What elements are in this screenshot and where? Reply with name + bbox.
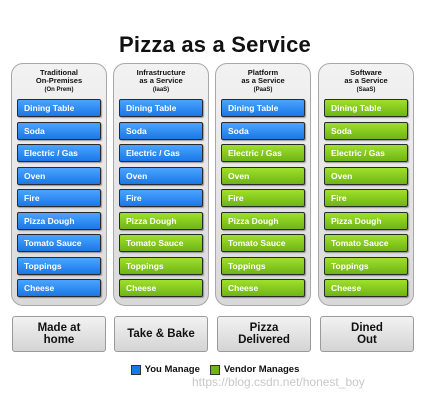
- layer-item: Tomato Sauce: [324, 234, 408, 252]
- column-footer-label: Dined Out: [351, 322, 383, 346]
- layer-item: Toppings: [324, 256, 408, 275]
- layer-item: Soda: [17, 121, 101, 140]
- layer-item: Pizza Dough: [119, 211, 203, 230]
- column-subtitle: (SaaS): [356, 87, 376, 93]
- layer-item: Toppings: [17, 256, 101, 275]
- you-manage-swatch-icon: [130, 364, 141, 375]
- column-header: Traditional On-Premises (On Prem): [12, 69, 106, 94]
- layer-item: Electric / Gas: [119, 144, 203, 162]
- watermark: https://blog.csdn.net/honest_boy: [192, 375, 365, 389]
- column-footer-label: Pizza Delivered: [238, 322, 290, 346]
- layer-item: Electric / Gas: [17, 144, 101, 162]
- vendor-manages-swatch-icon: [209, 364, 220, 375]
- column-footer: Made at home: [12, 316, 106, 352]
- layer-item: Electric / Gas: [324, 144, 408, 162]
- layer-item: Tomato Sauce: [119, 234, 203, 252]
- column-title: Platform as a Service: [241, 68, 285, 85]
- column-footer-label: Made at home: [37, 322, 81, 346]
- layer-item: Oven: [324, 166, 408, 185]
- column-header: Infrastructure as a Service (IaaS): [114, 69, 208, 94]
- column-title: Software as a Service: [344, 68, 388, 85]
- layer-item: Toppings: [221, 256, 305, 275]
- column-subtitle: (On Prem): [44, 87, 74, 93]
- column-title: Infrastructure as a Service: [136, 68, 186, 85]
- layer-item: Oven: [17, 166, 101, 185]
- column-footer: Dined Out: [320, 316, 414, 352]
- layer-item: Pizza Dough: [324, 211, 408, 230]
- layer-item: Fire: [119, 189, 203, 207]
- column-footer-label: Take & Bake: [127, 328, 195, 340]
- column-footer: Take & Bake: [114, 316, 208, 352]
- service-column: Traditional On-Premises (On Prem) Dining T…: [11, 63, 107, 306]
- layer-item: Soda: [119, 121, 203, 140]
- layer-item: Fire: [221, 189, 305, 207]
- column-header: Software as a Service (SaaS): [319, 69, 413, 94]
- layer-item: Tomato Sauce: [17, 234, 101, 252]
- layer-item: Fire: [17, 189, 101, 207]
- layer-item: Cheese: [324, 279, 408, 297]
- layer-item: Pizza Dough: [221, 211, 305, 230]
- layer-item: Dining Table: [119, 99, 203, 117]
- column-footer: Pizza Delivered: [217, 316, 311, 352]
- layer-item: Cheese: [221, 279, 305, 297]
- legend-vendor-manages: Vendor Manages: [209, 364, 300, 375]
- layer-item: Electric / Gas: [221, 144, 305, 162]
- layer-item: Dining Table: [221, 99, 305, 117]
- page-title: Pizza as a Service: [119, 32, 311, 57]
- layer-item: Toppings: [119, 256, 203, 275]
- layer-item: Tomato Sauce: [221, 234, 305, 252]
- layer-item: Oven: [119, 166, 203, 185]
- column-title: Traditional On-Premises: [35, 68, 83, 85]
- legend-vendor-manages-label: Vendor Manages: [223, 364, 300, 375]
- layer-item: Cheese: [119, 279, 203, 297]
- legend-you-manage: You Manage: [130, 364, 200, 375]
- legend-you-manage-label: You Manage: [144, 364, 200, 375]
- column-subtitle: (IaaS): [152, 87, 170, 93]
- layer-item: Dining Table: [324, 99, 408, 117]
- service-column: Infrastructure as a Service (IaaS) Dining …: [113, 63, 209, 306]
- layer-item: Oven: [221, 166, 305, 185]
- legend: You Manage Vendor Manages: [0, 364, 430, 375]
- layer-item: Fire: [324, 189, 408, 207]
- layer-item: Dining Table: [17, 99, 101, 117]
- layer-item: Pizza Dough: [17, 211, 101, 230]
- column-subtitle: (PaaS): [253, 87, 273, 93]
- layer-item: Soda: [324, 121, 408, 140]
- column-header: Platform as a Service (PaaS): [216, 69, 310, 94]
- layer-item: Soda: [221, 121, 305, 140]
- layer-item: Cheese: [17, 279, 101, 297]
